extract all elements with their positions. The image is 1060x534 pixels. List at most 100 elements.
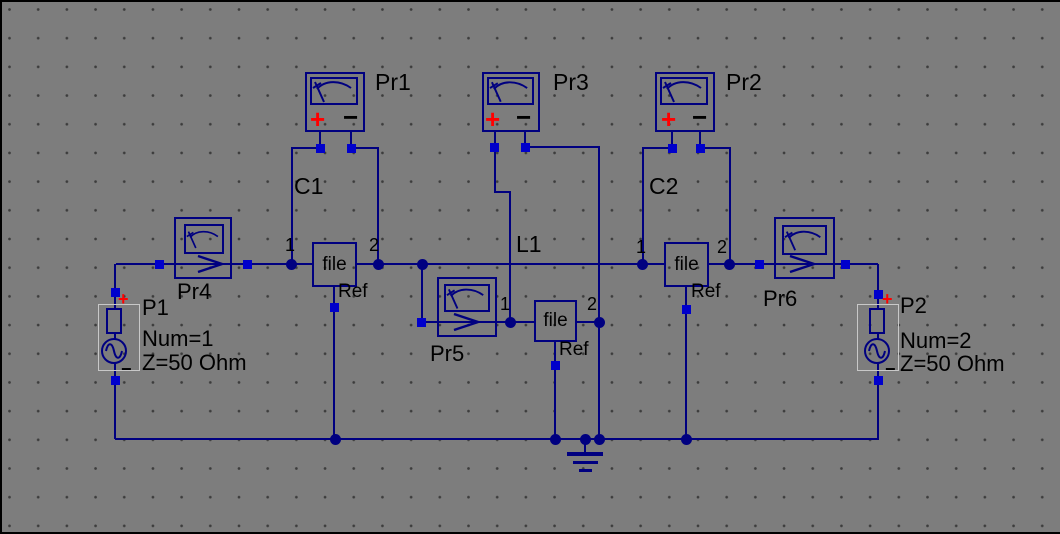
wire-junction-dot	[504, 316, 516, 328]
component-l1-name[interactable]: L1	[516, 231, 542, 257]
wire[interactable]	[509, 191, 511, 322]
port-p2-num[interactable]: Num=2	[900, 328, 972, 353]
wire-junction-dot	[549, 433, 561, 445]
component-l1-ref-label: Ref	[559, 339, 589, 360]
probe-pr6-label[interactable]: Pr6	[763, 286, 798, 311]
wire[interactable]	[114, 362, 116, 439]
component-c2-filebox[interactable]: file	[664, 242, 709, 287]
wire[interactable]	[643, 147, 673, 149]
meter-needle-icon	[186, 230, 219, 249]
wire[interactable]	[642, 147, 644, 264]
component-l1-filebox[interactable]: file	[534, 300, 577, 342]
wire-c1-ref[interactable]	[333, 287, 335, 439]
wire[interactable]	[709, 263, 878, 265]
component-c1-name[interactable]: C1	[294, 173, 324, 199]
probe-pr5-ammeter[interactable]	[437, 277, 497, 337]
port-p1-selection-box	[98, 304, 140, 371]
wire[interactable]	[494, 191, 511, 193]
terminal-node	[840, 259, 850, 269]
port-p1-num[interactable]: Num=1	[142, 326, 214, 351]
port-p2-selection-box	[857, 304, 899, 371]
wire-junction-dot	[416, 258, 428, 270]
probe-pr5-label[interactable]: Pr5	[430, 341, 465, 366]
probe-pr2-voltmeter[interactable]	[655, 72, 715, 132]
filebox-text: file	[543, 310, 568, 331]
probe-pr1-voltmeter[interactable]	[305, 72, 365, 132]
wire[interactable]	[494, 146, 496, 192]
meter-display	[184, 224, 224, 254]
probe-pr4-label[interactable]: Pr4	[177, 279, 212, 304]
ground-symbol[interactable]	[584, 439, 586, 453]
wire-junction-dot	[723, 258, 735, 270]
current-arrow-icon	[197, 254, 224, 274]
sine-source-icon[interactable]	[863, 337, 891, 365]
component-c2-name[interactable]: C2	[649, 173, 679, 199]
wire[interactable]	[494, 132, 496, 147]
wire-l1-ref[interactable]	[554, 342, 556, 439]
port-p2-impedance[interactable]: Z=50 Ohm	[900, 351, 1005, 376]
port-p1-name[interactable]: P1	[142, 295, 169, 320]
wire[interactable]	[877, 362, 879, 439]
wire-ground-rail[interactable]	[115, 438, 879, 440]
wire[interactable]	[350, 147, 378, 149]
probe-pr1-label[interactable]: Pr1	[375, 69, 411, 95]
port-p1-resistor[interactable]	[106, 308, 122, 334]
port-p2-resistor[interactable]	[869, 308, 885, 334]
wire[interactable]	[576, 321, 600, 323]
wire[interactable]	[114, 264, 116, 310]
component-c2-ref-label: Ref	[691, 281, 721, 302]
terminal-node	[667, 143, 677, 153]
terminal-node	[416, 317, 426, 327]
meter-needle-icon	[489, 81, 528, 103]
wire[interactable]	[671, 132, 673, 148]
wire-junction-dot	[329, 433, 341, 445]
meter-needle-icon	[662, 81, 702, 103]
wire-junction-dot	[680, 433, 692, 445]
wire-c2-ref[interactable]	[685, 287, 687, 439]
component-l1-pin1-label: 1	[500, 294, 511, 314]
component-c2-pin1-label: 1	[636, 237, 647, 257]
wire-junction-dot	[372, 258, 384, 270]
terminal-node	[695, 143, 705, 153]
wire[interactable]	[291, 147, 293, 264]
meter-display	[660, 77, 708, 105]
wire[interactable]	[598, 146, 600, 439]
probe-pr2-label[interactable]: Pr2	[726, 69, 762, 95]
wire[interactable]	[114, 332, 116, 340]
wire[interactable]	[877, 264, 879, 310]
wire[interactable]	[699, 132, 701, 148]
wire[interactable]	[699, 147, 730, 149]
terminal-node	[489, 142, 499, 152]
terminal-node	[154, 259, 164, 269]
meter-display	[444, 284, 490, 312]
wire-junction-dot	[285, 258, 297, 270]
ground-bar-3	[579, 469, 592, 472]
wire[interactable]	[877, 332, 879, 340]
component-c1-pin2-label: 2	[369, 235, 380, 255]
probe-pr3-voltmeter[interactable]	[482, 72, 540, 132]
wire[interactable]	[421, 264, 423, 322]
wire[interactable]	[319, 132, 321, 148]
sine-source-icon[interactable]	[100, 337, 128, 365]
current-arrow-icon	[453, 312, 480, 332]
terminal-node	[873, 375, 883, 385]
terminal-node	[329, 302, 339, 312]
plus-terminal-label: +	[118, 289, 129, 309]
port-p1-impedance[interactable]: Z=50 Ohm	[142, 350, 247, 375]
terminal-node	[346, 143, 356, 153]
wire[interactable]	[729, 147, 731, 264]
wire[interactable]	[116, 263, 312, 265]
meter-display	[310, 77, 358, 105]
wire[interactable]	[524, 146, 599, 148]
wire[interactable]	[377, 147, 379, 264]
ground-bar-2	[573, 461, 598, 464]
component-c1-filebox[interactable]: file	[312, 242, 357, 287]
port-p2-name[interactable]: P2	[900, 293, 927, 318]
wire[interactable]	[292, 147, 321, 149]
wire[interactable]	[350, 132, 352, 148]
wire[interactable]	[524, 132, 526, 147]
probe-pr6-ammeter[interactable]	[774, 217, 835, 279]
probe-pr4-ammeter[interactable]	[174, 217, 232, 279]
probe-pr3-label[interactable]: Pr3	[553, 69, 589, 95]
